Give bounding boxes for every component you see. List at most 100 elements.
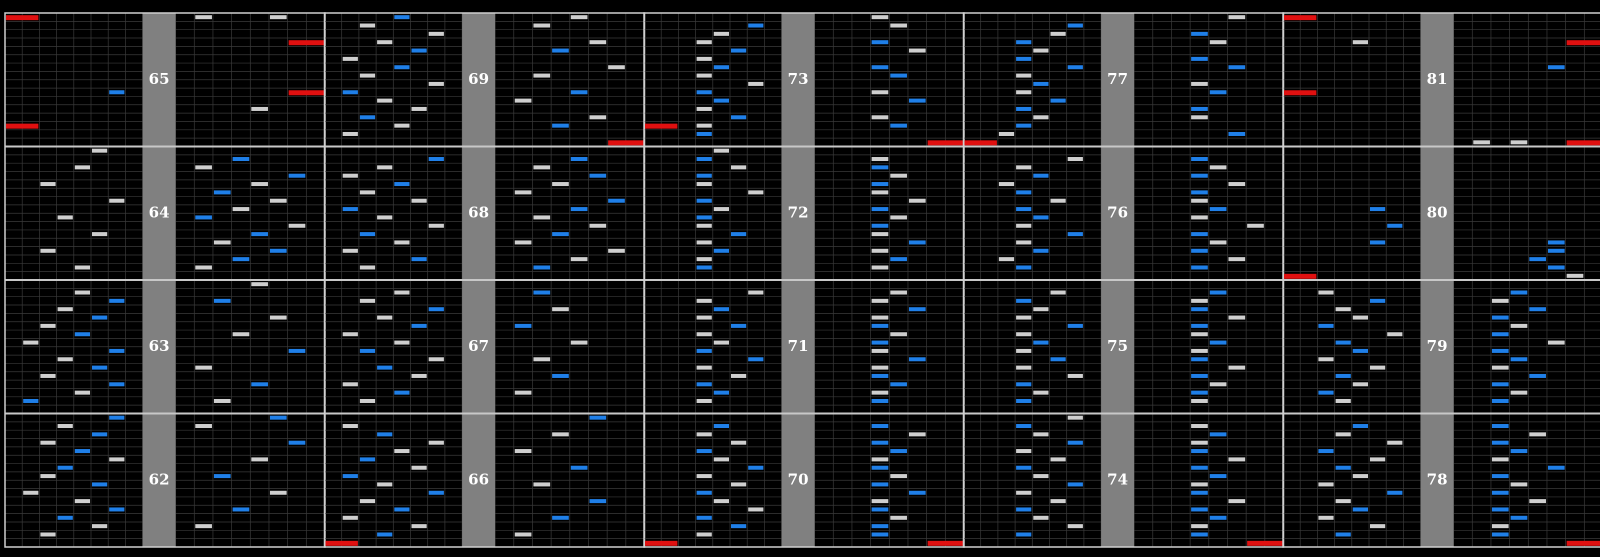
note-white — [1510, 323, 1528, 328]
note-white — [411, 198, 427, 203]
note-white — [359, 398, 376, 403]
note-white — [1050, 290, 1066, 295]
note-red — [1566, 540, 1600, 546]
note-blue — [1067, 65, 1083, 70]
note-white — [696, 106, 712, 111]
note-white — [394, 240, 410, 245]
note-white — [428, 81, 444, 86]
note-white — [514, 240, 532, 245]
note-white — [1016, 223, 1032, 228]
note-red — [1284, 15, 1317, 21]
note-white — [552, 182, 569, 187]
note-white — [1191, 332, 1208, 337]
measure-number: 66 — [468, 470, 489, 488]
note-white — [40, 373, 56, 378]
note-white — [871, 265, 889, 270]
note-white — [1473, 140, 1490, 145]
note-white — [1228, 182, 1246, 187]
note-white — [394, 290, 410, 295]
note-white — [269, 198, 287, 203]
note-white — [74, 290, 90, 295]
measure-number: 79 — [1427, 337, 1448, 355]
note-blue — [1191, 56, 1208, 61]
note-white — [890, 173, 907, 178]
note-white — [1016, 365, 1032, 370]
note-white — [342, 424, 358, 429]
note-white — [713, 457, 729, 462]
note-white — [890, 332, 907, 337]
note-white — [394, 123, 410, 128]
note-blue — [269, 248, 287, 253]
note-blue — [377, 365, 393, 370]
note-white — [109, 457, 125, 462]
note-white — [1067, 373, 1083, 378]
note-white — [1352, 382, 1368, 387]
note-white — [23, 340, 39, 345]
note-white — [1067, 524, 1083, 529]
note-white — [1191, 398, 1208, 403]
note-white — [1067, 415, 1083, 420]
note-white — [269, 490, 287, 495]
note-blue — [195, 215, 212, 220]
note-blue — [1191, 173, 1208, 178]
note-blue — [1387, 223, 1403, 228]
note-white — [1510, 390, 1528, 395]
note-blue — [1491, 315, 1509, 320]
note-blue — [92, 482, 108, 487]
measure-number: 73 — [788, 70, 809, 88]
note-blue — [1209, 432, 1227, 437]
note-red — [645, 540, 678, 546]
note-white — [890, 23, 907, 28]
note-white — [74, 390, 90, 395]
measure-number: 65 — [149, 70, 170, 88]
note-white — [871, 390, 889, 395]
note-white — [428, 357, 444, 362]
note-blue — [92, 315, 108, 320]
note-white — [533, 23, 551, 28]
note-blue — [696, 382, 712, 387]
note-white — [908, 48, 926, 53]
note-blue — [1370, 207, 1386, 212]
note-blue — [713, 248, 729, 253]
note-white — [1209, 40, 1227, 45]
note-white — [411, 373, 427, 378]
note-blue — [1491, 474, 1509, 479]
note-white — [1491, 365, 1509, 370]
note-white — [1033, 432, 1049, 437]
note-blue — [1191, 357, 1208, 362]
note-white — [1566, 273, 1584, 278]
note-blue — [57, 515, 73, 520]
note-blue — [57, 465, 73, 470]
note-white — [251, 106, 268, 111]
note-white — [1370, 524, 1386, 529]
note-blue — [1209, 290, 1227, 295]
note-blue — [269, 415, 287, 420]
note-white — [342, 173, 358, 178]
note-blue — [871, 482, 889, 487]
note-white — [713, 31, 729, 36]
note-white — [1318, 357, 1334, 362]
note-white — [552, 432, 569, 437]
note-red — [288, 40, 324, 46]
note-white — [871, 157, 889, 162]
note-white — [748, 81, 764, 86]
note-white — [1318, 515, 1334, 520]
note-blue — [890, 257, 907, 262]
note-white — [748, 507, 764, 512]
note-blue — [232, 157, 250, 162]
measure-number: 80 — [1427, 203, 1448, 221]
note-blue — [713, 65, 729, 70]
note-blue — [570, 207, 588, 212]
note-blue — [1191, 248, 1208, 253]
note-white — [696, 182, 712, 187]
note-blue — [288, 348, 306, 353]
note-white — [1318, 290, 1334, 295]
note-white — [890, 290, 907, 295]
note-white — [251, 282, 268, 287]
note-white — [342, 515, 358, 520]
note-red — [325, 540, 358, 546]
note-white — [1510, 482, 1528, 487]
note-white — [359, 73, 376, 78]
